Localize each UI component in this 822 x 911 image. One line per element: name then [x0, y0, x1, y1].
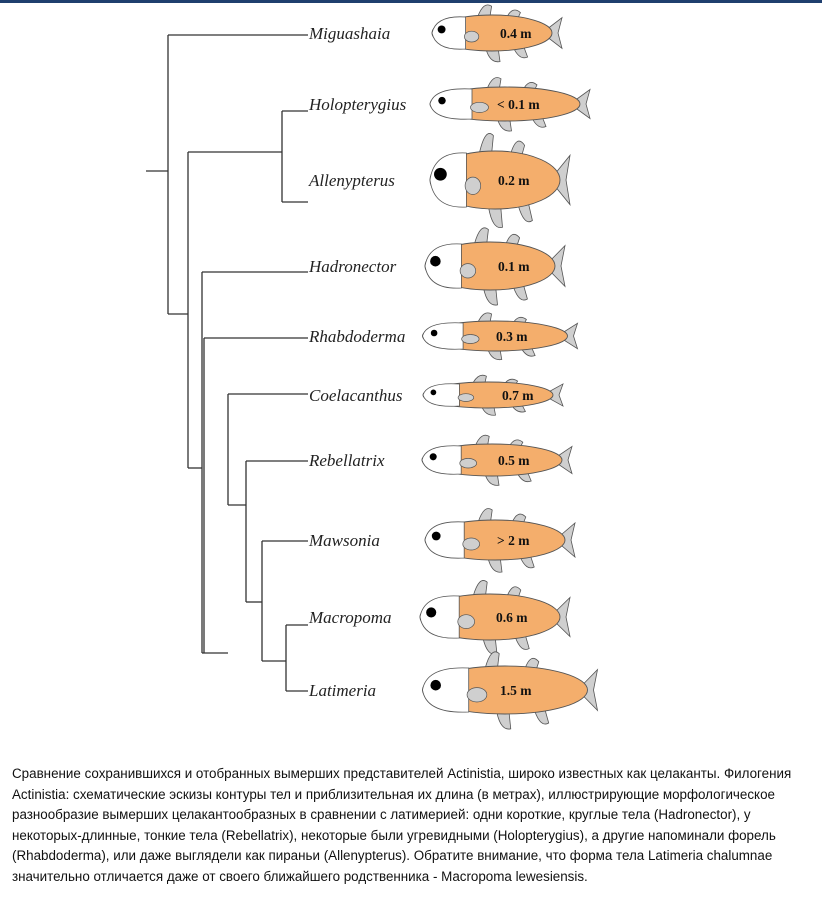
taxon-rebellatrix: Rebellatrix 0.5 m — [308, 434, 573, 486]
fish-silhouette-icon — [429, 133, 571, 229]
fish-silhouette-icon — [422, 651, 599, 730]
taxon-holopterygius: Holopterygius < 0.1 m — [308, 77, 591, 132]
fish-silhouette-icon — [429, 77, 591, 132]
taxon-allenypterus: Allenypterus 0.2 m — [308, 133, 571, 229]
taxon-coelacanthus: Coelacanthus 0.7 m — [309, 374, 564, 416]
size-label: > 2 m — [497, 533, 530, 548]
taxon-label: Latimeria — [308, 681, 376, 700]
size-label: 0.1 m — [498, 259, 530, 274]
size-label: 0.2 m — [498, 173, 530, 188]
phylogenetic-tree — [146, 34, 308, 692]
taxa-leaves: Miguashaia 0.4 m Holopterygius < 0.1 m Allen… — [308, 4, 599, 730]
size-label: < 0.1 m — [497, 97, 540, 112]
fish-silhouette-icon — [421, 434, 573, 486]
taxon-macropoma: Macropoma 0.6 m — [308, 580, 571, 655]
taxon-rhabdoderma: Rhabdoderma 0.3 m — [308, 312, 579, 361]
fish-silhouette-icon — [422, 312, 579, 361]
size-label: 0.6 m — [496, 610, 528, 625]
fish-silhouette-icon — [431, 4, 563, 63]
size-label: 0.3 m — [496, 329, 528, 344]
taxon-latimeria: Latimeria 1.5 m — [308, 651, 599, 730]
taxon-miguashaia: Miguashaia 0.4 m — [308, 4, 563, 63]
size-label: 1.5 m — [500, 683, 532, 698]
fish-silhouette-icon — [424, 227, 566, 306]
taxon-label: Miguashaia — [308, 24, 390, 43]
taxon-label: Hadronector — [308, 257, 397, 276]
size-label: 0.7 m — [502, 388, 534, 403]
taxon-label: Rebellatrix — [308, 451, 385, 470]
taxon-label: Macropoma — [308, 608, 391, 627]
fish-silhouette-icon — [419, 580, 571, 655]
fish-silhouette-icon — [424, 508, 576, 573]
taxon-hadronector: Hadronector 0.1 m — [308, 227, 566, 306]
phylogeny-diagram: Miguashaia 0.4 m Holopterygius < 0.1 m Allen… — [146, 4, 599, 730]
taxon-label: Coelacanthus — [309, 386, 403, 405]
taxon-mawsonia: Mawsonia > 2 m — [308, 508, 576, 573]
taxon-label: Mawsonia — [308, 531, 380, 550]
top-border — [0, 0, 822, 3]
taxon-label: Rhabdoderma — [308, 327, 405, 346]
figure-caption: Сравнение сохранившихся и отобранных вым… — [12, 766, 792, 884]
size-label: 0.4 m — [500, 26, 532, 41]
taxon-label: Holopterygius — [308, 95, 407, 114]
size-label: 0.5 m — [498, 453, 530, 468]
taxon-label: Allenypterus — [308, 171, 395, 190]
fish-silhouette-icon — [422, 374, 564, 416]
